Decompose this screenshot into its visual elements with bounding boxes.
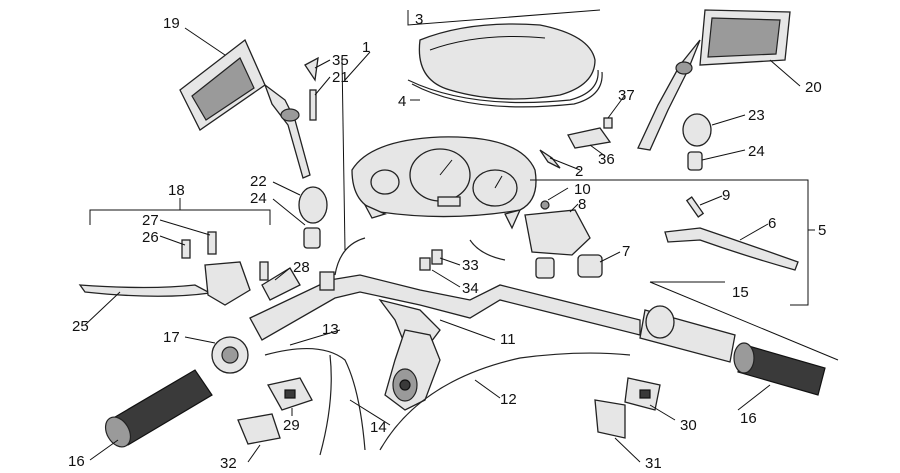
callout-32: 32 [220,455,237,472]
callout-18: 18 [168,182,185,199]
instrument-cluster [351,136,537,230]
callout-29: 29 [283,417,300,434]
callout-14: 14 [370,419,387,436]
mirror-spacers [298,56,712,249]
callout-24-right: 24 [748,143,765,160]
throttle-and-right-grip [639,305,826,396]
callout-5: 5 [818,222,826,239]
callout-30: 30 [680,417,697,434]
callout-4: 4 [398,93,406,110]
callout-36: 36 [598,151,615,168]
callout-12: 12 [500,391,517,408]
callout-15: 15 [732,284,749,301]
callout-28: 28 [293,259,310,276]
callout-19: 19 [163,15,180,32]
master-cylinder [524,209,603,279]
callout-7: 7 [622,243,630,260]
callout-31: 31 [645,455,662,472]
callout-8: 8 [578,196,586,213]
callout-6: 6 [768,215,776,232]
callout-23: 23 [748,107,765,124]
callout-10: 10 [574,181,591,198]
callout-2: 2 [575,163,583,180]
callout-33: 33 [462,257,479,274]
callout-26: 26 [142,229,159,246]
callout-21: 21 [332,69,349,86]
callout-22: 22 [250,173,267,190]
handlebar [249,274,641,411]
cables [264,237,631,456]
callout-24-left: 24 [250,190,267,207]
leader-lines [84,9,839,463]
left-mirror [179,38,311,179]
callout-35: 35 [332,52,349,69]
callout-27: 27 [142,212,159,229]
callout-13: 13 [322,321,339,338]
right-brake-lever [664,227,799,271]
callout-1: 1 [362,39,370,56]
callouts: 1 2 3 4 5 6 7 8 9 10 11 12 13 14 15 16 1… [68,11,826,472]
callout-25: 25 [72,318,89,335]
callout-11: 11 [500,331,516,348]
callout-16-right: 16 [740,410,757,427]
callout-20: 20 [805,79,822,96]
callout-34: 34 [462,280,479,297]
callout-17: 17 [163,329,180,346]
left-grip [104,336,249,448]
callout-37: 37 [618,87,635,104]
callout-3: 3 [415,11,423,28]
callout-9: 9 [722,187,730,204]
switches [237,377,661,445]
cluster-cover [407,23,603,108]
left-brake-lever [78,261,251,306]
small-hardware [181,117,705,301]
right-mirror [637,9,791,151]
callout-16-left: 16 [68,453,85,470]
